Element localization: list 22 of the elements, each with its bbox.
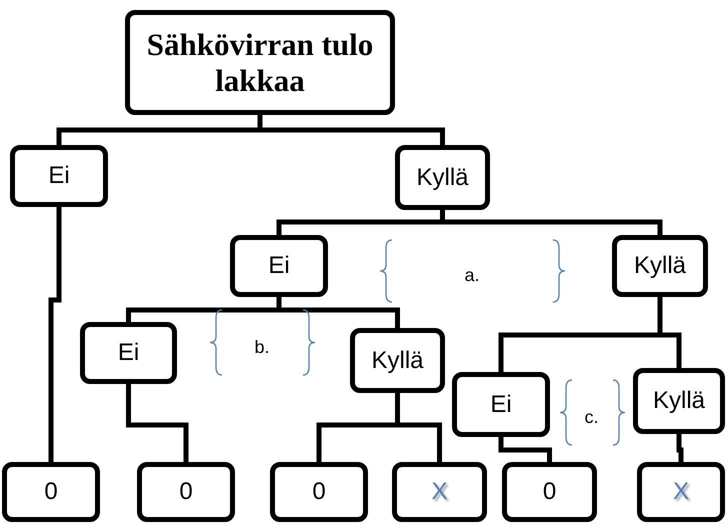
connector-line [48, 207, 62, 462]
connector-line [126, 384, 188, 462]
branch-label: c. [584, 406, 599, 426]
outcome-box: Ei [230, 235, 328, 297]
connector-line [498, 437, 552, 462]
branch-label: a. [464, 265, 480, 285]
outcome-box: Kyllä [633, 368, 725, 434]
outcome-box: Kyllä [612, 235, 708, 297]
outcome-box: Kyllä [395, 145, 490, 210]
outcome-box: X [392, 462, 487, 522]
connector-line [676, 434, 684, 462]
outcome-box: 0 [502, 462, 597, 522]
outcome-box: Ei [80, 322, 177, 384]
branch-label: b. [254, 336, 270, 356]
outcome-box: Ei [452, 372, 550, 437]
outcome-box: Ei [10, 145, 108, 207]
decision-box: Sähkövirran tulo lakkaa [125, 10, 395, 115]
outcome-box: X [637, 462, 725, 522]
outcome-box: 0 [137, 462, 235, 522]
outcome-box: Kyllä [350, 328, 445, 393]
outcome-box: 0 [270, 462, 368, 522]
outcome-box: 0 [2, 462, 100, 522]
